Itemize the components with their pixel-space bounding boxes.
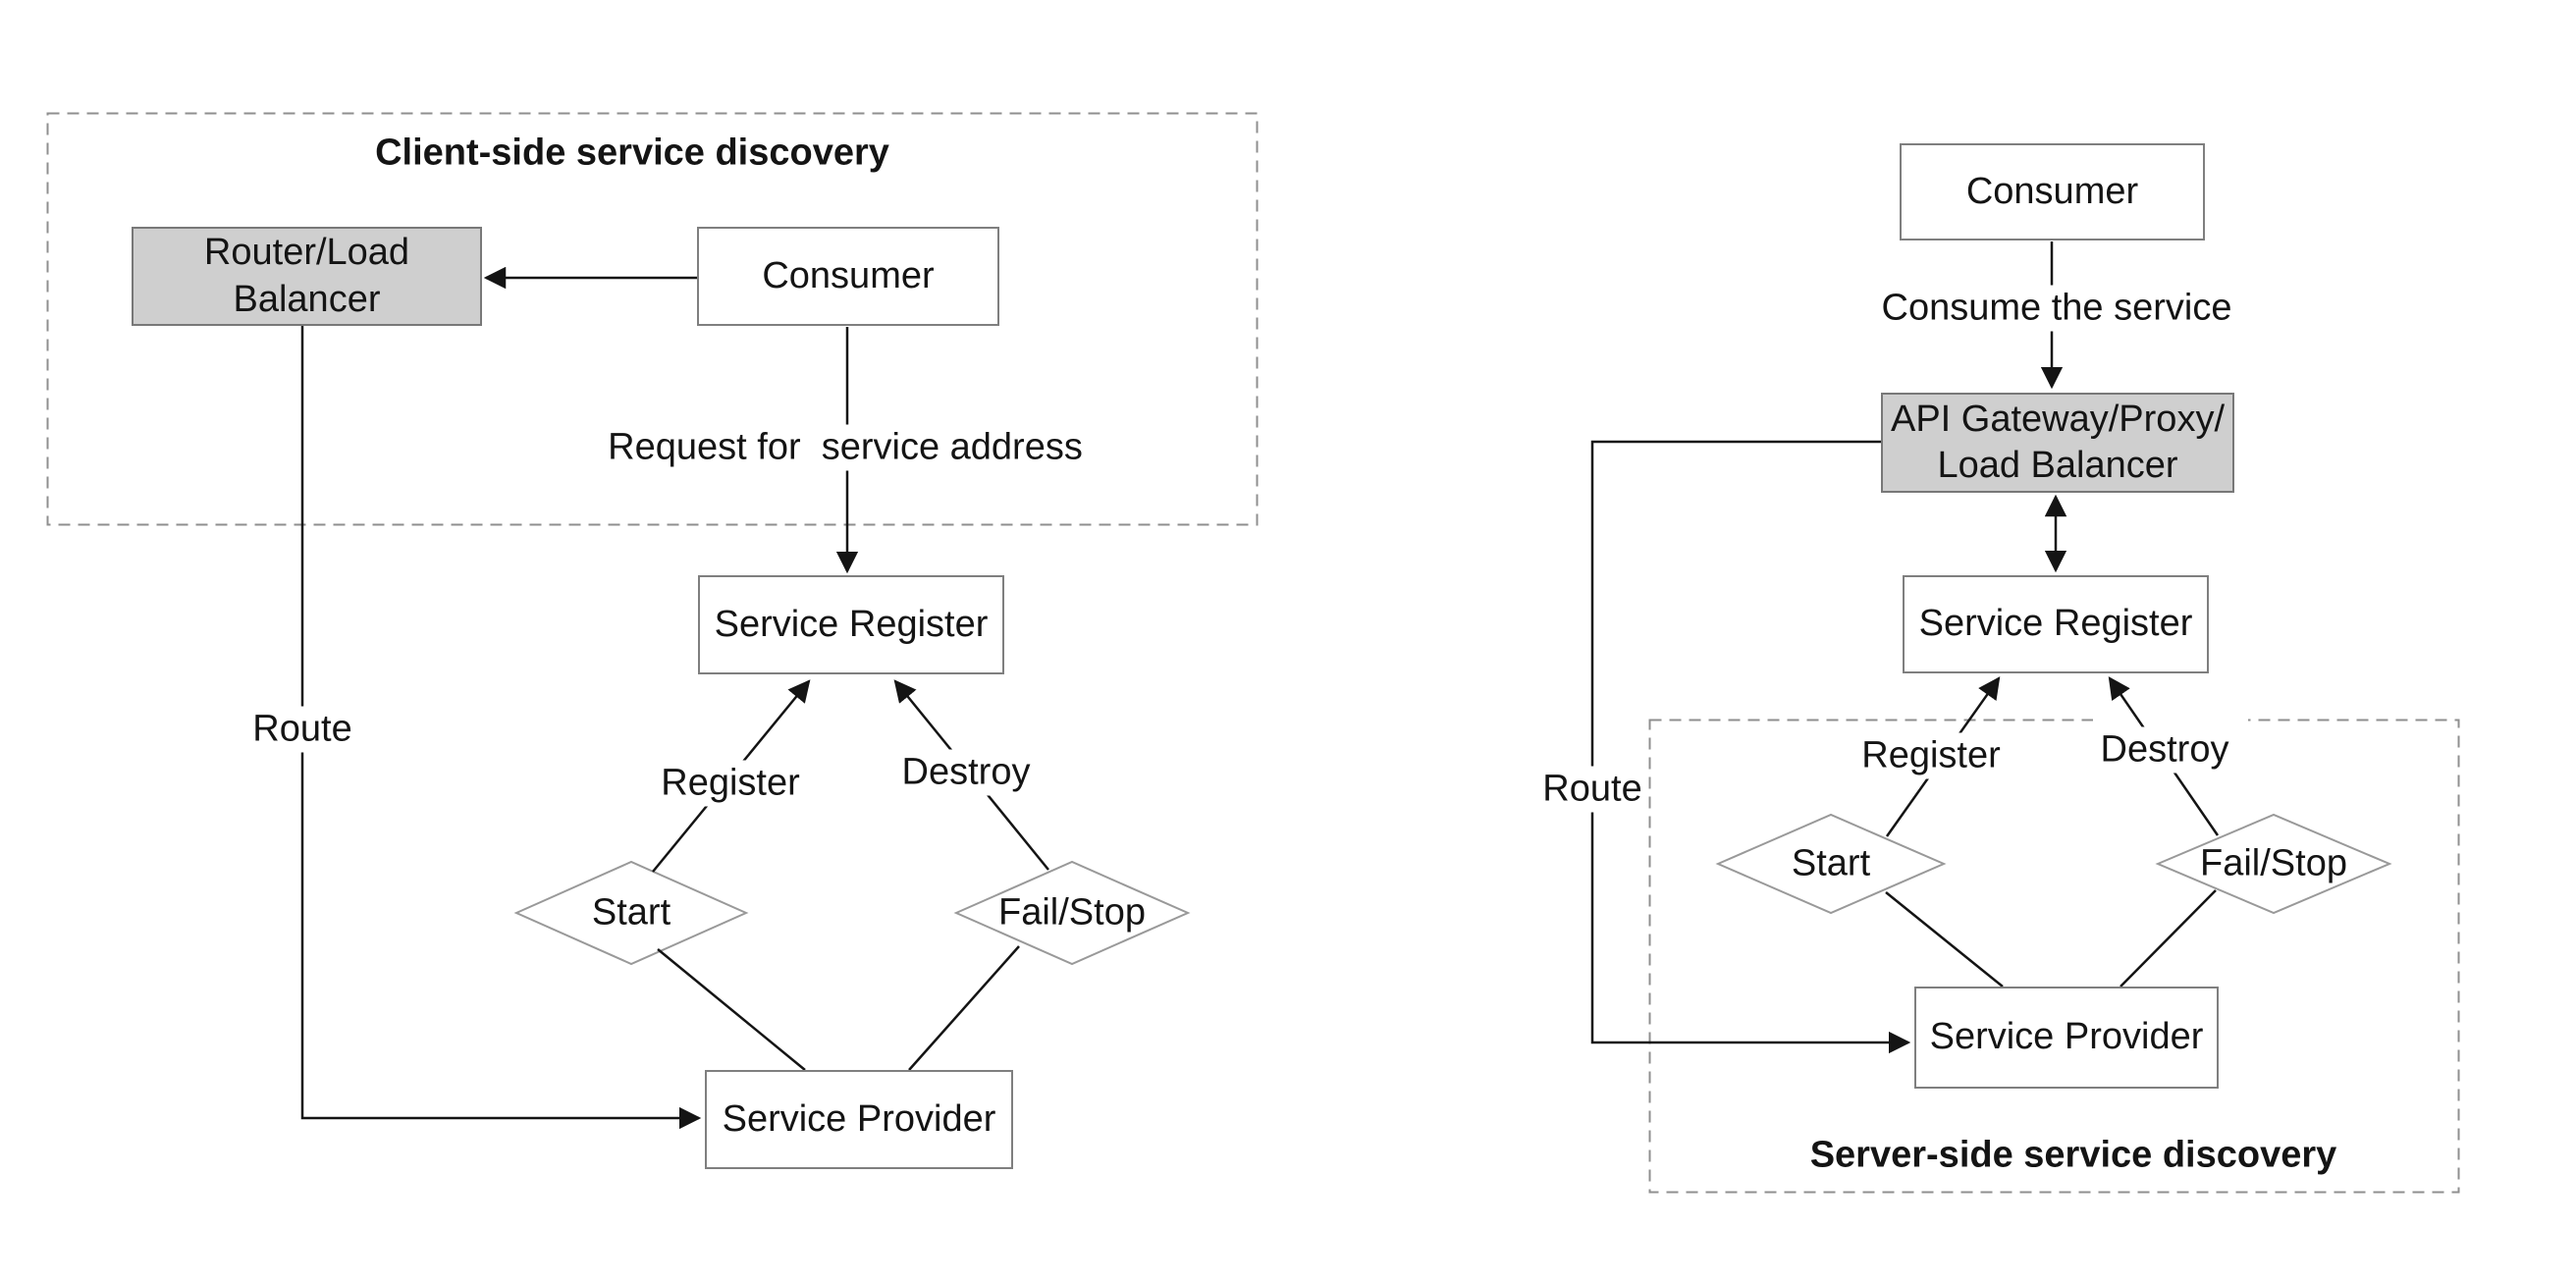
edge-provider-to-failstop-right [2120, 889, 2217, 988]
left-failstop-diamond-shape [953, 860, 1191, 966]
client-side-zone-border [46, 112, 1259, 526]
destroy-label-left: Destroy [895, 749, 1037, 796]
destroy-label-right: Destroy [2094, 726, 2235, 774]
server-side-zone-border [1648, 719, 2460, 1194]
dashed-border-gap-mask [2093, 712, 2248, 727]
api-gateway-node: API Gateway/Proxy/ Load Balancer [1881, 393, 2234, 493]
client-side-zone-title: Client-side service discovery [375, 132, 889, 174]
start-diamond-label-right: Start [1791, 842, 1871, 884]
router-load-balancer-node: Router/Load Balancer [132, 227, 482, 326]
failstop-diamond-label-left: Fail/Stop [998, 891, 1146, 934]
edge-gateway-route-to-provider [1590, 440, 1911, 1054]
edge-provider-to-start [657, 948, 806, 1071]
start-diamond-label-left: Start [591, 891, 671, 934]
right-failstop-diamond-shape [2155, 813, 2392, 915]
route-label-right: Route [1538, 766, 1646, 813]
api-gateway-label: API Gateway/Proxy/ Load Balancer [1890, 398, 2225, 487]
edge-router-route-to-provider [300, 325, 702, 1130]
left-start-diamond-shape [513, 860, 749, 966]
route-label-left: Route [246, 706, 358, 753]
edge-provider-to-failstop [908, 945, 1020, 1071]
request-service-address-label: Request for service address [602, 424, 1089, 471]
edge-provider-to-start-right [1885, 891, 2004, 988]
consumer-node-right: Consumer [1900, 143, 2205, 240]
register-label-left: Register [655, 760, 806, 807]
service-register-node-left: Service Register [698, 575, 1004, 674]
register-label-right: Register [1855, 732, 2007, 779]
router-load-balancer-label: Router/Load Balancer [203, 232, 410, 320]
service-register-node-right: Service Register [1903, 575, 2209, 673]
server-side-zone-title: Server-side service discovery [1809, 1134, 2337, 1176]
service-provider-node-right: Service Provider [1914, 987, 2219, 1089]
failstop-diamond-label-right: Fail/Stop [2200, 842, 2347, 884]
service-provider-node-left: Service Provider [705, 1070, 1013, 1169]
consumer-node-left: Consumer [697, 227, 999, 326]
consume-the-service-label: Consume the service [1875, 285, 2238, 332]
right-start-diamond-shape [1715, 813, 1947, 915]
